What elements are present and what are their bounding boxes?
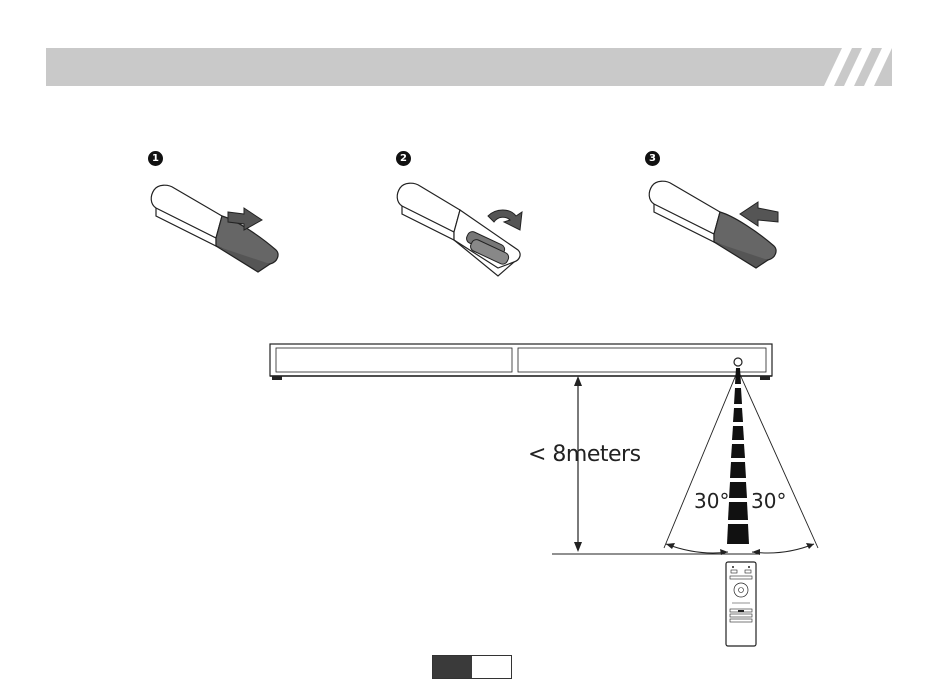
angle-left-label: 30° — [694, 489, 729, 513]
signal-cone — [664, 368, 818, 555]
angle-right-label: 30° — [751, 489, 786, 513]
page-indicator — [432, 655, 512, 679]
remote-control-illustration — [726, 562, 756, 646]
page-indicator-light — [472, 656, 511, 678]
soundbar-illustration — [270, 344, 772, 380]
page-indicator-dark — [433, 656, 472, 678]
distance-label: < 8meters — [528, 442, 641, 467]
